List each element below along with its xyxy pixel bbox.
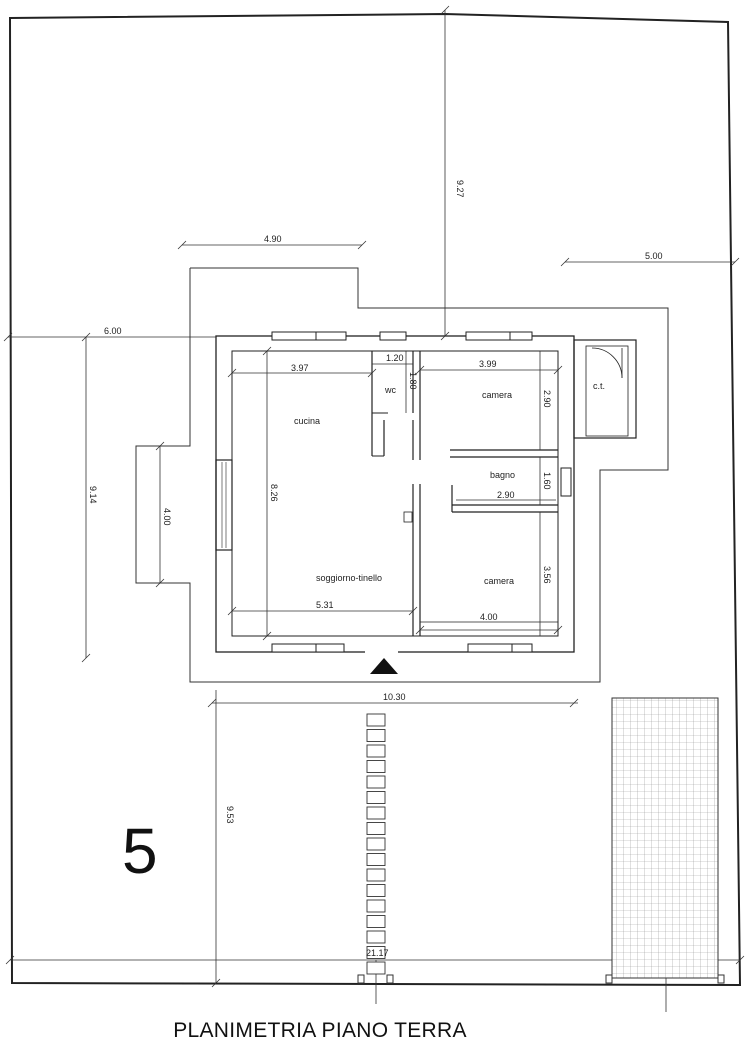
dimension-label: 8.26 [269,484,279,502]
dimension-label: 1.60 [542,472,552,490]
stepping-stone-path [366,713,386,975]
stepping-stone [366,915,386,928]
stepping-stone [366,961,386,975]
stepping-stone [366,899,386,913]
house-walls [215,335,637,656]
terrace-outline [135,267,669,683]
stepping-stone [366,806,386,820]
drawing-caption: PLANIMETRIA PIANO TERRA [173,1019,467,1042]
dimension-label: 3.56 [542,566,552,584]
room-label-cucina: cucina [294,416,320,426]
dimension-label: 2.90 [497,490,515,500]
dimension-label: 4.00 [480,612,498,622]
dimension-label: 9.14 [88,486,98,504]
stepping-stone [366,946,386,959]
tiled-paving-area [611,697,719,979]
dimension-label: 10.30 [383,692,406,702]
room-label-soggiorno: soggiorno-tinello [316,573,382,583]
stepping-stone [366,713,386,727]
entrance-arrow-icon [370,658,398,674]
dimension-label: 3.97 [291,363,309,373]
dimension-label: 21.17 [366,948,389,958]
room-label-bagno: bagno [490,470,515,480]
dimension-label: 9.53 [225,806,235,824]
stepping-stone [366,744,386,758]
dimension-label: 5.31 [316,600,334,610]
gate-pillars [357,974,725,984]
dimension-label: 1.20 [386,353,404,363]
dimension-ticks [3,5,745,988]
room-label-wc: wc [384,385,396,395]
room-label-camera-bottom: camera [484,576,514,586]
windows [271,331,572,653]
lot-boundary [8,12,742,987]
dimension-label: 3.99 [479,359,497,369]
room-label-ct: c.t. [593,381,605,391]
stepping-stone [366,930,386,944]
stepping-stone [366,884,386,897]
stepping-stone [366,729,386,742]
stepping-stone [366,822,386,835]
dimension-label: 2.90 [542,390,552,408]
stepping-stone [366,791,386,804]
stepping-stone [366,775,386,789]
dimension-label: 1.80 [408,372,418,390]
dimension-label: 9.27 [455,180,465,198]
lot-number: 5 [122,815,158,887]
stepping-stone [366,760,386,773]
dimension-label: 4.90 [264,234,282,244]
dimension-lines [8,10,740,1012]
dimension-label: 6.00 [104,326,122,336]
stepping-stone [366,868,386,882]
room-label-camera-top: camera [482,390,512,400]
dimension-label: 5.00 [645,251,663,261]
stepping-stone [366,837,386,851]
dimension-label: 4.00 [162,508,172,526]
stepping-stone [366,853,386,866]
